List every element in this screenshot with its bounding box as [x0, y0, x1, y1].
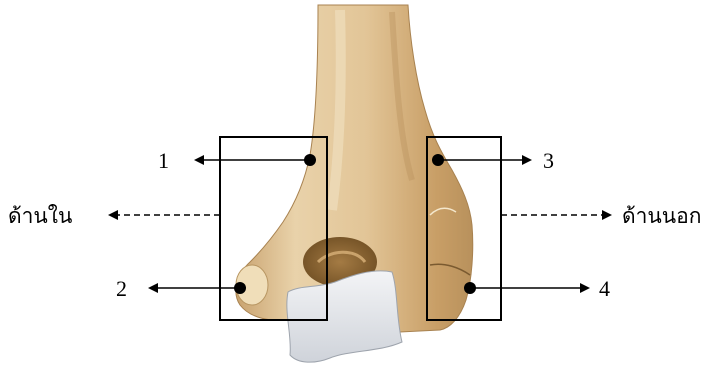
- humerus-bone: [236, 5, 473, 362]
- point-1: [304, 154, 316, 166]
- label-lateral-side: ด้านนอก: [622, 204, 701, 228]
- point-3: [432, 154, 444, 166]
- point-2: [234, 282, 246, 294]
- label-2: 2: [116, 276, 127, 301]
- label-3: 3: [543, 148, 554, 173]
- label-4: 4: [599, 276, 610, 301]
- label-medial-side: ด้านใน: [8, 204, 72, 228]
- point-4: [464, 282, 476, 294]
- label-1: 1: [158, 148, 169, 173]
